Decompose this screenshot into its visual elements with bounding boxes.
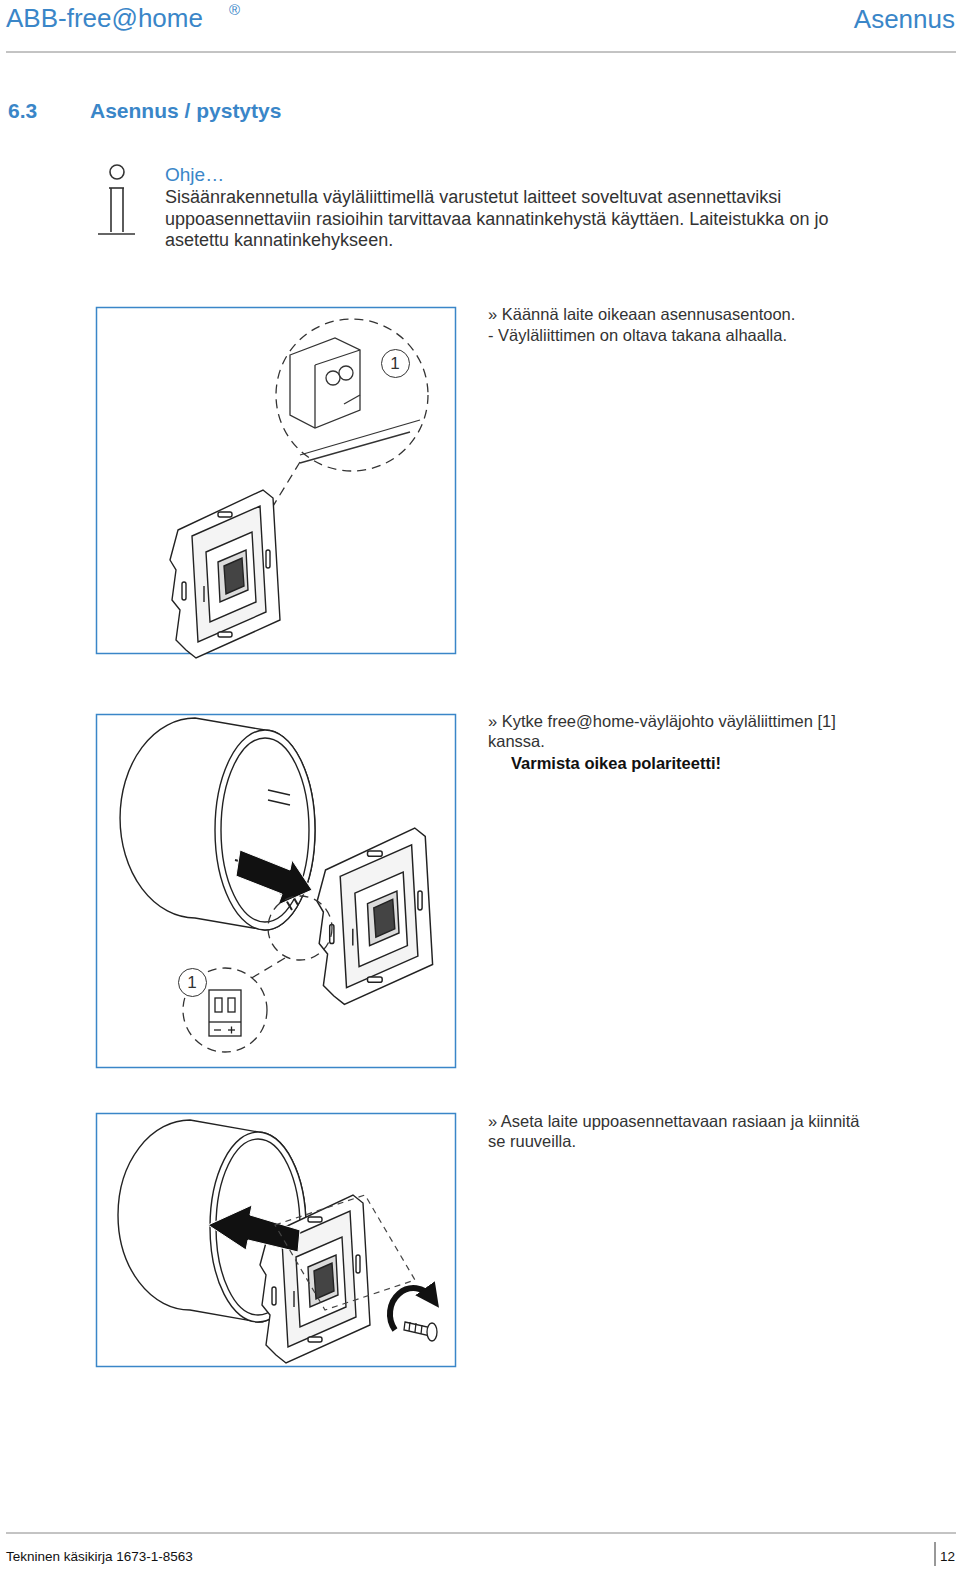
- callout-circle: 1: [381, 349, 410, 378]
- step-text: » Kytke free@home-väyläjohto väyläliitti…: [488, 712, 878, 752]
- callout-circle: 1: [178, 968, 207, 997]
- note-text: Sisäänrakennetulla väyläliittimellä varu…: [165, 187, 865, 252]
- header-brand: ABB-free@home: [6, 3, 203, 34]
- screw: [404, 1322, 437, 1341]
- footer-text: Tekninen käsikirja 1673-1-8563: [6, 1549, 193, 1565]
- section-title: Asennus / pystytys: [90, 98, 281, 123]
- step-text: - Väyläliittimen on oltava takana alhaal…: [488, 326, 908, 346]
- flush-box: [120, 718, 315, 930]
- warning-text: Varmista oikea polariteetti!: [511, 754, 721, 774]
- step-text: » Aseta laite uppoasennettavaan rasiaan …: [488, 1112, 878, 1152]
- bus-terminal: [209, 990, 241, 1036]
- page-number: 12: [940, 1549, 955, 1565]
- section-number: 6.3: [8, 98, 37, 123]
- header-chapter: Asennus: [854, 4, 955, 35]
- registered-mark: ®: [229, 1, 240, 19]
- callout-number: 1: [390, 355, 399, 372]
- info-icon: [98, 165, 135, 234]
- note-heading: Ohje…: [165, 164, 224, 187]
- callout-number: 1: [187, 974, 196, 991]
- step-text: » Käännä laite oikeaan asennusasentoon.: [488, 305, 908, 325]
